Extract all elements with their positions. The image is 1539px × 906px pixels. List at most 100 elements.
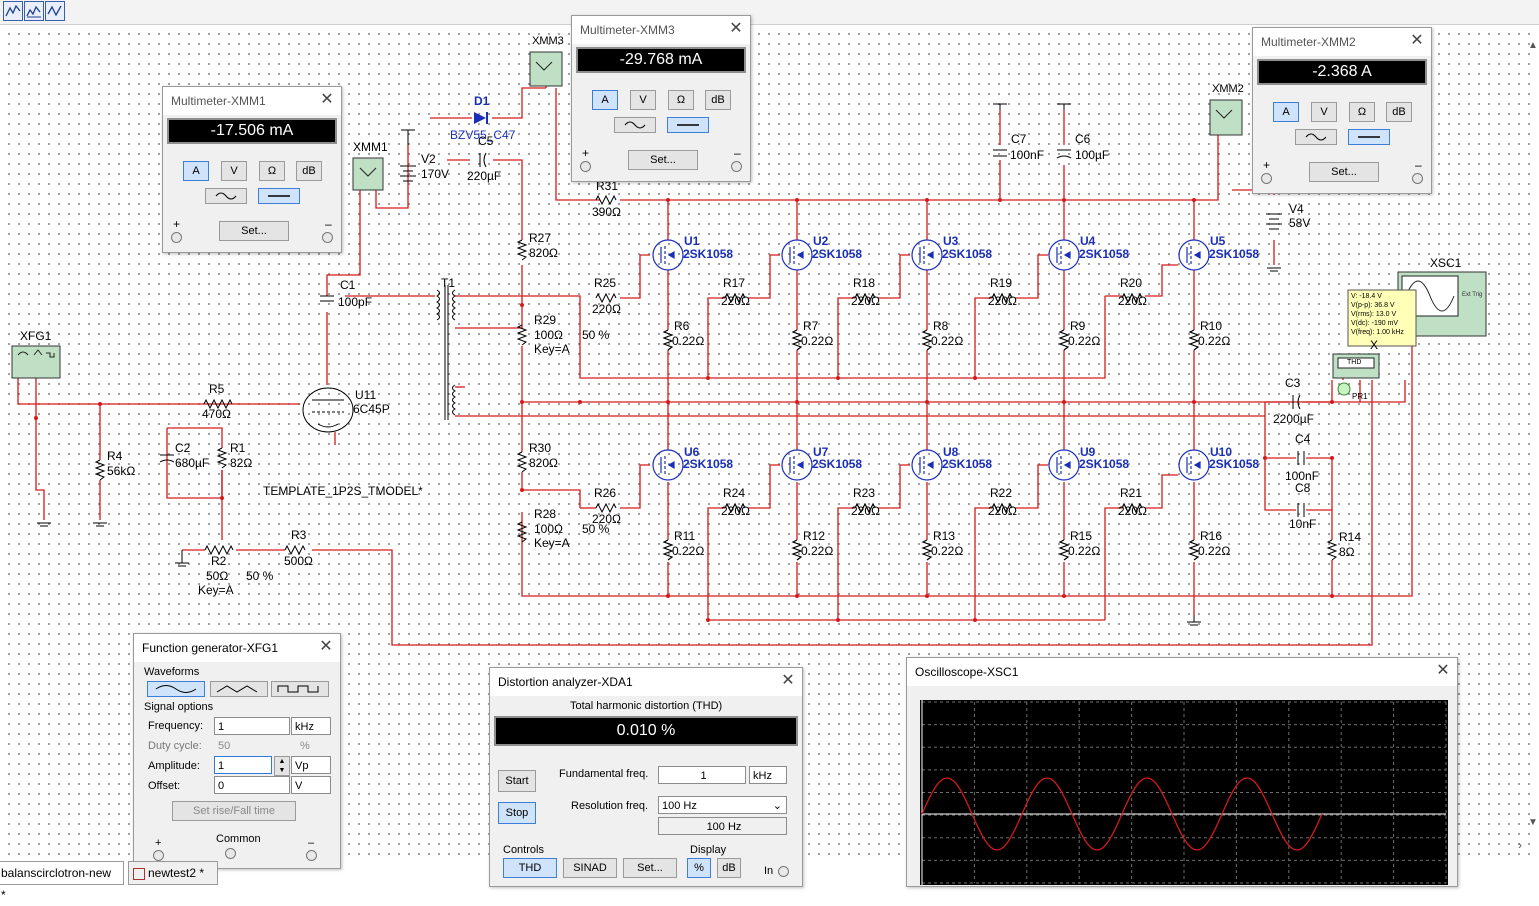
amplitude-spinner[interactable]: ▲▼ (274, 756, 290, 776)
c8-value: 10nF (1289, 517, 1317, 531)
thd-icon-label: THD (1347, 359, 1362, 366)
plus-terminal-label: + (1263, 158, 1271, 172)
dc-button[interactable] (258, 188, 300, 204)
multimeter-xmm3-window[interactable]: Multimeter-XMM3 ✕ -29.768 mA A V Ω dB Se… (571, 15, 751, 182)
xmm1-label: XMM1 (353, 140, 388, 154)
stop-button[interactable]: Stop (498, 802, 536, 824)
plus-terminal[interactable] (153, 850, 164, 861)
close-icon[interactable]: ✕ (319, 638, 333, 655)
multimeter-xmm1-window[interactable]: Multimeter-XMM1 ✕ -17.506 mA A V Ω dB Se… (162, 86, 342, 253)
fundamental-freq-input[interactable]: 1 (658, 766, 746, 784)
mode-ohm-button[interactable]: Ω (1349, 102, 1375, 122)
fundamental-freq-unit[interactable]: kHz (749, 766, 787, 784)
mode-db-button[interactable]: dB (296, 161, 322, 181)
xda-partial-label: X (1370, 338, 1379, 352)
sinad-button[interactable]: SINAD (563, 858, 617, 878)
scroll-down-icon[interactable]: ▼ (1528, 817, 1538, 828)
resolution-freq-select[interactable]: 100 Hz⌄ (658, 796, 787, 814)
window-title: Function generator-XFG1 (134, 634, 340, 662)
mode-a-button[interactable]: A (592, 90, 618, 110)
window-title: Multimeter-XMM2 (1253, 28, 1431, 56)
network-icon[interactable] (45, 1, 65, 21)
c2-label: C2 (175, 441, 191, 455)
r29-pct: 50 % (582, 328, 610, 342)
mode-ohm-button[interactable]: Ω (259, 161, 285, 181)
distortion-analyzer-window[interactable]: Distortion analyzer-XDA1 ✕ Total harmoni… (489, 667, 803, 887)
mode-a-button[interactable]: A (1273, 102, 1299, 122)
triangle-wave-button[interactable] (210, 681, 268, 697)
multimeter-xmm2-window[interactable]: Multimeter-XMM2 ✕ -2.368 A A V Ω dB Set.… (1252, 27, 1432, 194)
c7-label: C7 (1011, 132, 1027, 146)
gate-resistor-label: R24 (723, 486, 746, 500)
close-icon[interactable]: ✕ (320, 91, 334, 108)
oscilloscope-screen[interactable] (920, 700, 1448, 885)
bode-plotter-icon[interactable] (3, 1, 23, 21)
plus-terminal[interactable] (171, 232, 182, 243)
mosfet-part-label: 2SK1058 (1079, 247, 1130, 261)
r14-label: R14 (1339, 530, 1362, 544)
amplitude-unit[interactable]: Vp (291, 756, 331, 774)
minus-terminal[interactable] (306, 850, 317, 861)
amplitude-input[interactable]: 1 (214, 756, 272, 774)
mode-v-button[interactable]: V (221, 161, 247, 181)
close-icon[interactable]: ✕ (781, 672, 795, 689)
minus-terminal[interactable] (1412, 173, 1423, 184)
c8-label: C8 (1295, 481, 1311, 495)
mode-v-button[interactable]: V (1311, 102, 1337, 122)
r5-label: R5 (209, 382, 225, 396)
set-button[interactable]: Set... (1309, 162, 1379, 182)
tab-newtest2[interactable]: newtest2 * (128, 861, 218, 885)
thd-button[interactable]: THD (503, 858, 557, 878)
source-resistor-value: 0.22Ω (1068, 334, 1101, 348)
offset-input[interactable]: 0 (214, 776, 290, 794)
gate-resistor-label: R22 (990, 486, 1013, 500)
frequency-unit[interactable]: kHz (291, 717, 331, 735)
percent-button[interactable]: % (687, 858, 711, 878)
dc-button[interactable] (1348, 129, 1390, 145)
ac-button[interactable] (614, 117, 656, 133)
close-icon[interactable]: ✕ (729, 20, 743, 37)
db-button[interactable]: dB (717, 858, 741, 878)
gate-resistor-value: 220Ω (988, 294, 1017, 308)
ac-button[interactable] (205, 188, 247, 204)
mode-db-button[interactable]: dB (705, 90, 731, 110)
set-button[interactable]: Set... (623, 858, 677, 878)
dc-button[interactable] (667, 117, 709, 133)
xsc1-label: XSC1 (1430, 256, 1462, 270)
set-rise-fall-button[interactable]: Set rise/Fall time (172, 801, 296, 821)
close-icon[interactable]: ✕ (1410, 32, 1424, 49)
mode-db-button[interactable]: dB (1386, 102, 1412, 122)
close-icon[interactable]: ✕ (1436, 662, 1450, 679)
gate-resistor-label: R19 (990, 276, 1013, 290)
sine-wave-button[interactable] (147, 681, 205, 697)
minus-terminal[interactable] (322, 232, 333, 243)
offset-unit[interactable]: V (291, 776, 331, 794)
common-terminal[interactable] (225, 848, 236, 859)
window-title: Oscilloscope-XSC1 (907, 658, 1457, 686)
plus-terminal[interactable] (1261, 173, 1272, 184)
meter-reading: -29.768 mA (576, 47, 746, 73)
mode-v-button[interactable]: V (630, 90, 656, 110)
r25-value: 220Ω (592, 302, 621, 316)
function-generator-window[interactable]: Function generator-XFG1 ✕ Waveforms Sign… (133, 633, 341, 869)
spectrum-icon[interactable] (24, 1, 44, 21)
c6-label: C6 (1075, 132, 1091, 146)
ac-button[interactable] (1295, 129, 1337, 145)
frequency-input[interactable]: 1 (214, 717, 290, 735)
window-title: Multimeter-XMM3 (572, 16, 750, 44)
plus-terminal[interactable] (580, 161, 591, 172)
square-wave-button[interactable] (271, 681, 329, 697)
scroll-right-icon[interactable]: › (1518, 838, 1522, 852)
set-button[interactable]: Set... (628, 150, 698, 170)
mode-ohm-button[interactable]: Ω (668, 90, 694, 110)
start-button[interactable]: Start (498, 770, 536, 792)
mode-a-button[interactable]: A (183, 161, 209, 181)
in-terminal[interactable] (778, 866, 789, 877)
mosfet-ref-label: U6 (684, 445, 700, 459)
minus-terminal[interactable] (731, 161, 742, 172)
set-button[interactable]: Set... (219, 221, 289, 241)
v4-label: V4 (1289, 202, 1304, 216)
tab-balanscirclotron[interactable]: balanscirclotron-new * (0, 861, 124, 902)
mosfet-ref-label: U5 (1210, 234, 1226, 248)
scroll-up-icon[interactable]: ▲ (1528, 40, 1538, 51)
